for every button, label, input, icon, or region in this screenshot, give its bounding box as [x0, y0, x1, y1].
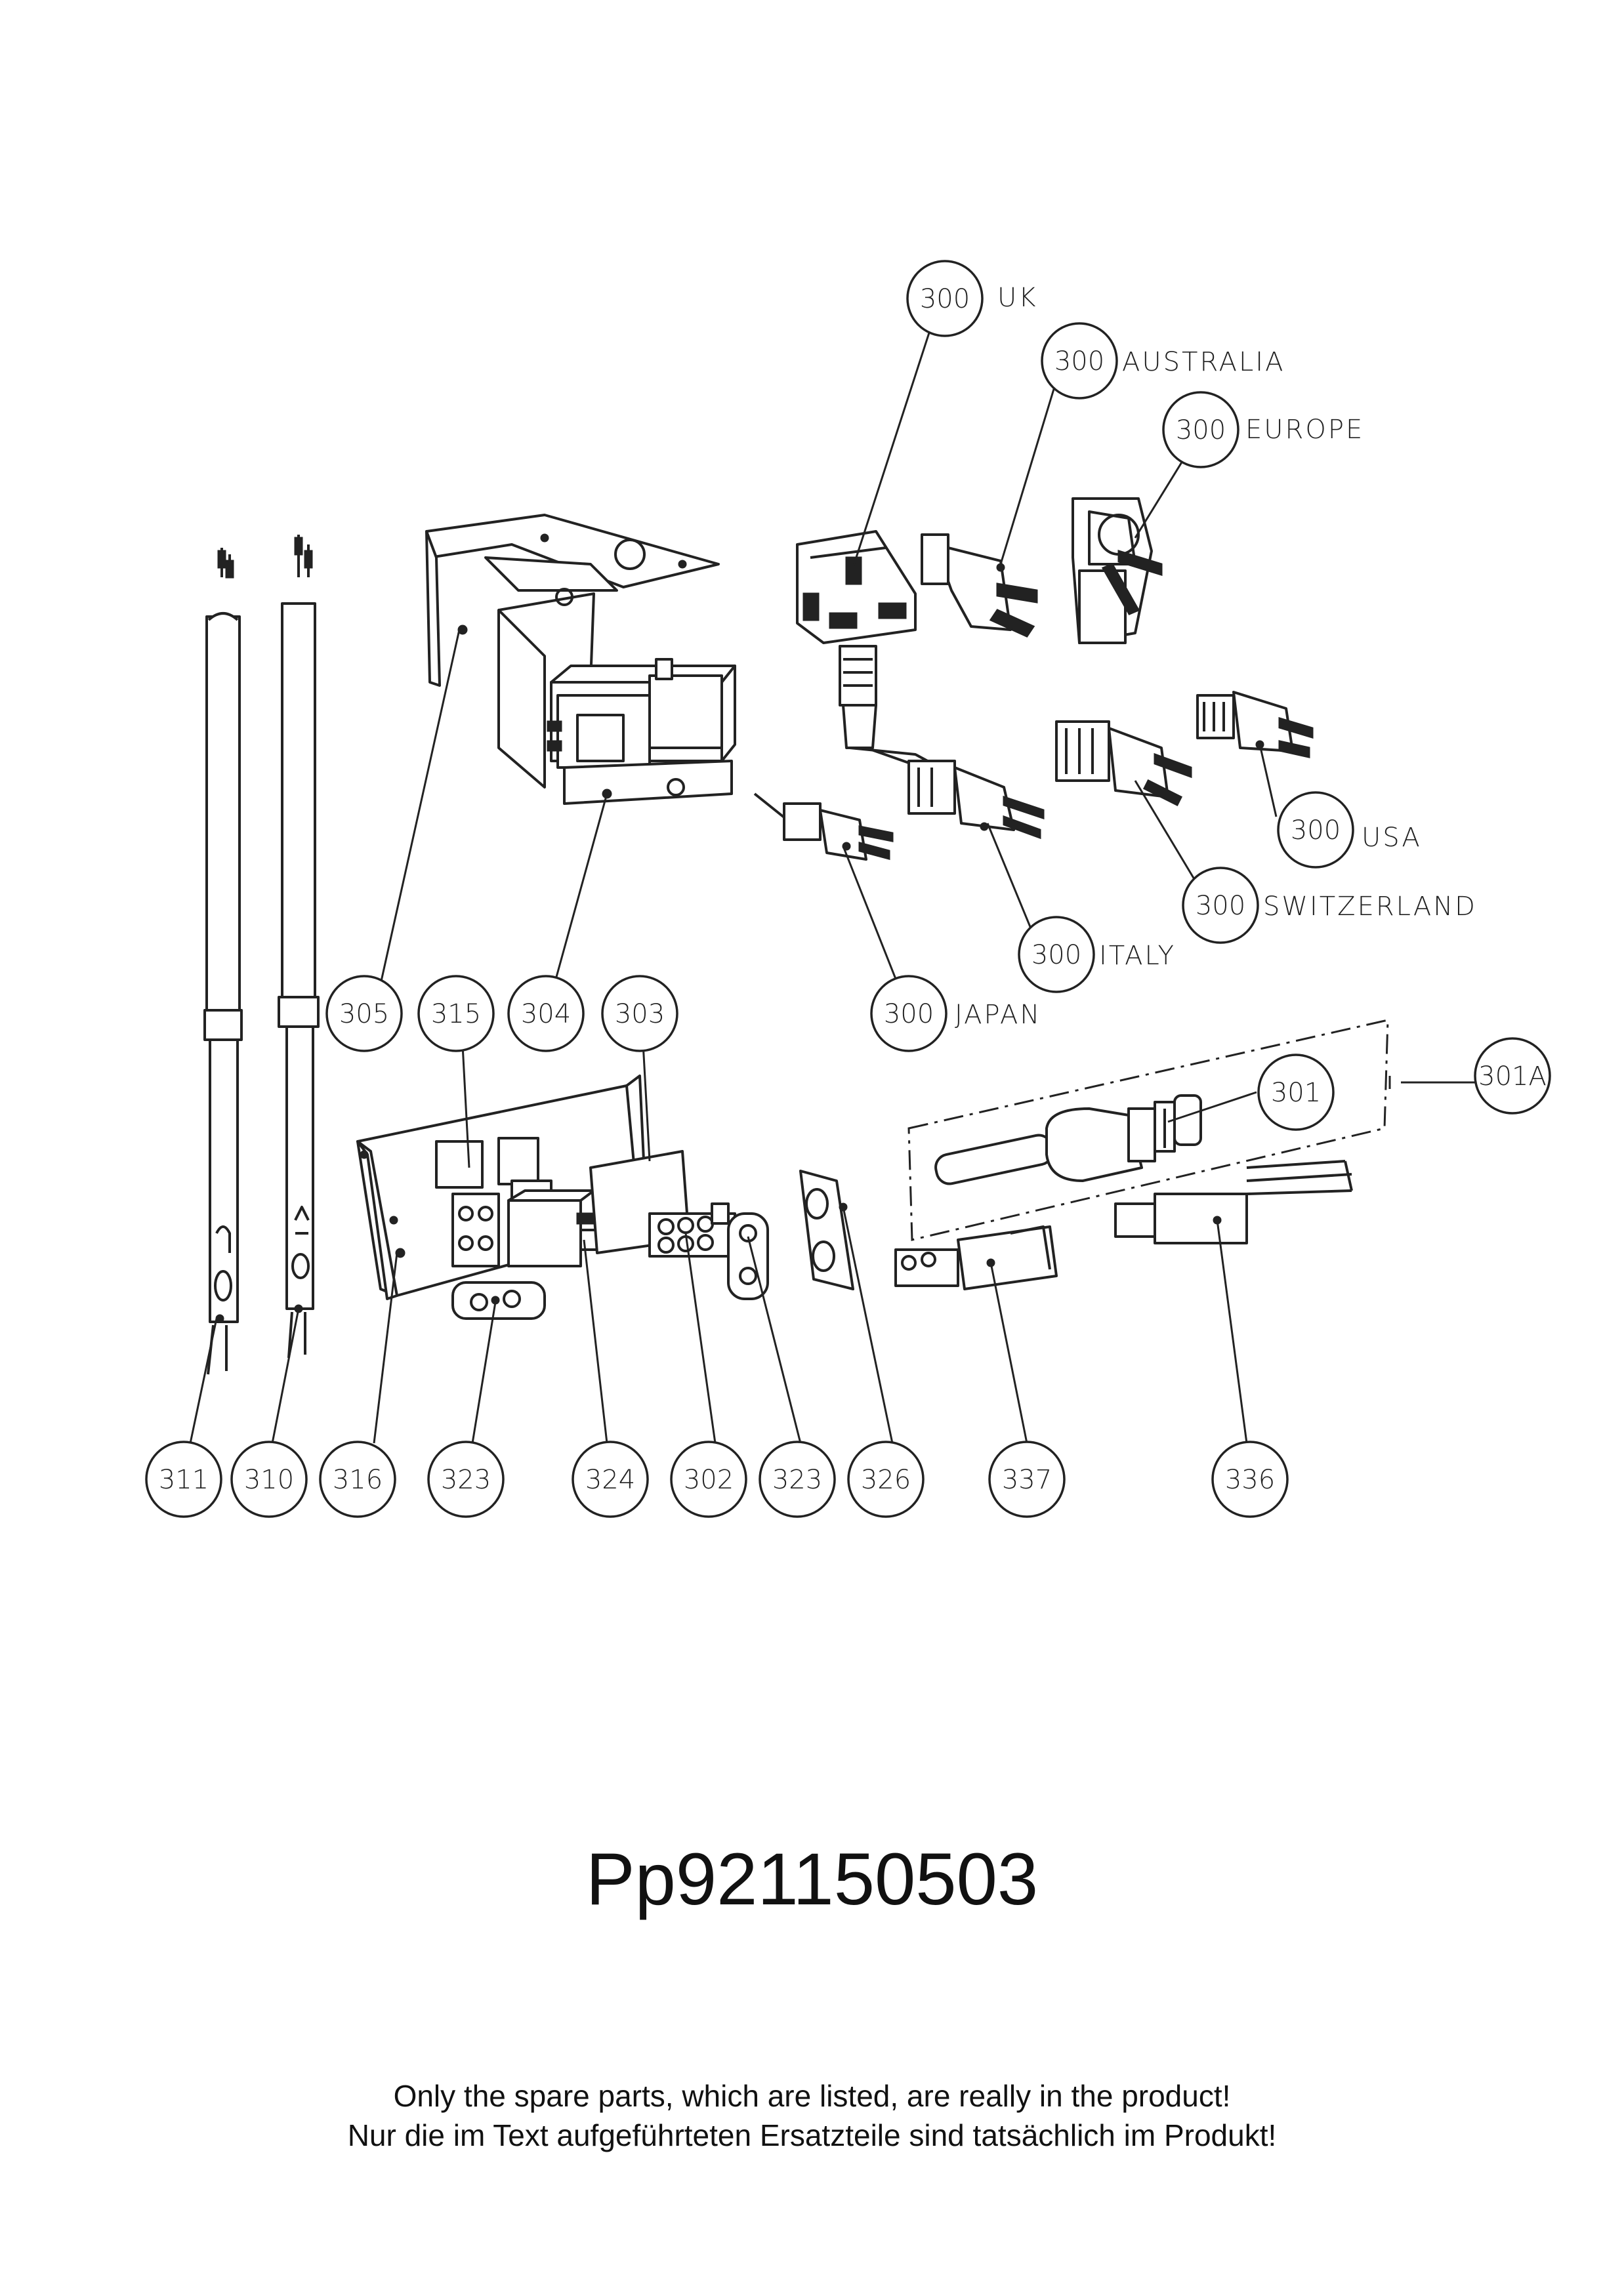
svg-text:300: 300 [1196, 891, 1245, 921]
svg-text:336: 336 [1225, 1465, 1275, 1495]
callout-301a: 301A [1474, 1037, 1551, 1115]
callout-337: 337 [988, 1441, 1066, 1518]
callout-305: 305 [325, 975, 403, 1052]
connector-336 [1114, 1160, 1353, 1244]
callout-300-usa: 300 USA [1277, 791, 1422, 869]
svg-text:300: 300 [920, 284, 970, 314]
assembly-301a-outline [907, 1019, 1389, 1241]
svg-text:323: 323 [772, 1465, 822, 1495]
heating-rod-311 [203, 548, 243, 1375]
note-german: Nur die im Text aufgeführteten Ersatztei… [347, 2118, 1277, 2152]
svg-text:JAPAN: JAPAN [955, 1000, 1041, 1030]
svg-text:310: 310 [244, 1465, 294, 1495]
callout-300-uk: 300 UK [906, 260, 1038, 337]
svg-text:326: 326 [861, 1465, 911, 1495]
svg-text:300: 300 [884, 999, 934, 1029]
callout-323-left: 323 [427, 1441, 505, 1518]
plug-europe [1072, 497, 1163, 644]
callout-300-switzerland: 300 SWITZERLAND [1182, 867, 1477, 944]
svg-text:USA: USA [1362, 823, 1422, 853]
svg-text:ITALY: ITALY [1099, 941, 1176, 971]
callout-326: 326 [847, 1441, 925, 1518]
svg-text:324: 324 [585, 1465, 635, 1495]
callout-300-japan: 300 JAPAN [870, 975, 1041, 1052]
callout-300-italy: 300 ITALY [1018, 916, 1176, 993]
svg-text:UK: UK [997, 283, 1038, 313]
clamp-323-right [727, 1212, 769, 1300]
callout-311: 311 [145, 1441, 222, 1518]
svg-text:301A: 301A [1478, 1061, 1547, 1092]
svg-text:303: 303 [615, 999, 665, 1029]
svg-text:315: 315 [431, 999, 481, 1029]
svg-text:AUSTRALIA: AUSTRALIA [1122, 347, 1285, 377]
svg-text:EUROPE: EUROPE [1245, 415, 1364, 445]
callout-303: 303 [601, 975, 678, 1052]
svg-text:300: 300 [1031, 940, 1081, 970]
drawing-code: Pp921150503 [585, 1838, 1039, 1920]
callout-315: 315 [417, 975, 495, 1052]
rocker-switch-326 [799, 1170, 854, 1290]
connector-337 [894, 1225, 1058, 1290]
callout-301: 301 [1257, 1054, 1335, 1131]
callout-323-right: 323 [759, 1441, 836, 1518]
callout-304: 304 [507, 975, 585, 1052]
svg-text:302: 302 [684, 1465, 734, 1495]
transformer-324 [507, 1189, 602, 1267]
temperature-sensor-301 [934, 1094, 1202, 1185]
plug-japan [753, 792, 894, 861]
svg-text:311: 311 [159, 1465, 209, 1495]
plug-italy [907, 760, 1045, 840]
svg-text:300: 300 [1054, 346, 1104, 377]
plug-uk [796, 530, 959, 789]
callout-302: 302 [670, 1441, 747, 1518]
solenoid-valve-304 [547, 658, 736, 805]
plug-usa [1196, 691, 1314, 758]
clamp-323-left [451, 1281, 546, 1320]
plug-australia [921, 533, 1038, 638]
heating-rod-310 [278, 535, 320, 1359]
svg-text:305: 305 [339, 999, 389, 1029]
callout-310: 310 [230, 1441, 308, 1518]
callout-300-europe: 300 EUROPE [1162, 391, 1364, 468]
svg-text:301: 301 [1271, 1078, 1321, 1108]
svg-text:SWITZERLAND: SWITZERLAND [1263, 892, 1477, 922]
callout-336: 336 [1211, 1441, 1289, 1518]
callout-300-australia: 300 AUSTRALIA [1041, 322, 1285, 400]
svg-text:300: 300 [1176, 415, 1226, 445]
svg-text:300: 300 [1291, 815, 1341, 846]
svg-text:323: 323 [441, 1465, 491, 1495]
callout-316: 316 [319, 1441, 396, 1518]
plug-switzerland [1055, 720, 1192, 807]
svg-text:316: 316 [333, 1465, 383, 1495]
note-english: Only the spare parts, which are listed, … [393, 2079, 1231, 2113]
valve-bracket-305 [425, 514, 720, 789]
callout-324: 324 [572, 1441, 649, 1518]
svg-text:337: 337 [1002, 1465, 1052, 1495]
svg-text:304: 304 [521, 999, 571, 1029]
